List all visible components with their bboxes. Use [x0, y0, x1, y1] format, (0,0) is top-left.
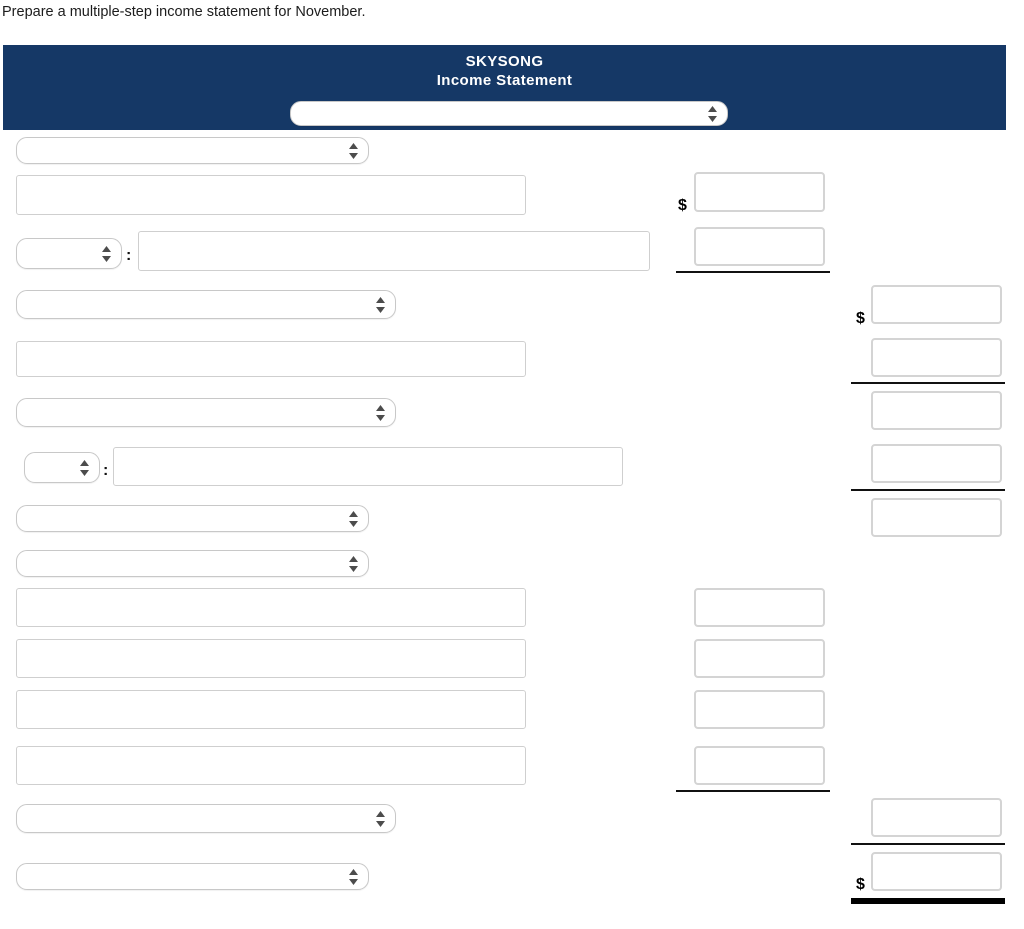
- spinner-arrows-icon: [348, 555, 359, 573]
- line-item-select-6[interactable]: [16, 398, 396, 427]
- line-item-select-7[interactable]: [24, 452, 100, 483]
- line-item-text-13[interactable]: [16, 746, 526, 785]
- subtotal-rule-col2-1: [851, 382, 1005, 384]
- company-name: SKYSONG: [465, 53, 544, 70]
- line-item-text-10[interactable]: [16, 588, 526, 627]
- amount-input-col2-1[interactable]: [871, 285, 1002, 324]
- spinner-arrows-icon: [375, 404, 386, 422]
- amount-input-col2-2[interactable]: [871, 338, 1002, 377]
- line-item-select-3[interactable]: [16, 238, 122, 269]
- dollar-sign-col2-2: $: [856, 876, 865, 893]
- subtotal-rule-col2-2: [851, 489, 1005, 491]
- line-item-select-4[interactable]: [16, 290, 396, 319]
- amount-input-col2-5[interactable]: [871, 498, 1002, 537]
- line-item-select-9[interactable]: [16, 550, 369, 577]
- line-item-text-12[interactable]: [16, 690, 526, 729]
- subtotal-rule-col1-2: [676, 790, 830, 792]
- line-item-select-8[interactable]: [16, 505, 369, 532]
- line-item-text-5[interactable]: [16, 341, 526, 377]
- colon-separator-3: :: [126, 247, 132, 264]
- statement-title: Income Statement: [436, 72, 573, 89]
- line-item-text-2[interactable]: [16, 175, 526, 215]
- spinner-arrows-icon: [348, 510, 359, 528]
- line-item-select-1[interactable]: [16, 137, 369, 164]
- amount-input-col2-3[interactable]: [871, 391, 1002, 430]
- dollar-sign-col1-1: $: [678, 197, 687, 214]
- spinner-arrows-icon: [348, 142, 359, 160]
- colon-separator-7: :: [103, 462, 109, 479]
- subtotal-rule-col1-1: [676, 271, 830, 273]
- spinner-arrows-icon: [375, 296, 386, 314]
- spinner-arrows-icon: [707, 105, 718, 123]
- line-item-text-7[interactable]: [113, 447, 623, 486]
- dollar-sign-col2-1: $: [856, 310, 865, 327]
- instruction-text: Prepare a multiple-step income statement…: [2, 4, 366, 20]
- spinner-arrows-icon: [375, 810, 386, 828]
- period-select[interactable]: [290, 101, 728, 126]
- line-item-text-11[interactable]: [16, 639, 526, 678]
- line-item-select-15[interactable]: [16, 863, 369, 890]
- amount-input-col2-7[interactable]: [871, 852, 1002, 891]
- grand-total-rule: [851, 898, 1005, 904]
- spinner-arrows-icon: [79, 459, 90, 477]
- spinner-arrows-icon: [348, 868, 359, 886]
- line-item-select-14[interactable]: [16, 804, 396, 833]
- amount-input-col1-3[interactable]: [694, 588, 825, 627]
- amount-input-col2-6[interactable]: [871, 798, 1002, 837]
- spinner-arrows-icon: [101, 245, 112, 263]
- subtotal-rule-col2-3: [851, 843, 1005, 845]
- amount-input-col1-6[interactable]: [694, 746, 825, 785]
- amount-input-col1-2[interactable]: [694, 227, 825, 266]
- line-item-text-3[interactable]: [138, 231, 650, 271]
- amount-input-col1-5[interactable]: [694, 690, 825, 729]
- amount-input-col2-4[interactable]: [871, 444, 1002, 483]
- amount-input-col1-4[interactable]: [694, 639, 825, 678]
- amount-input-col1-1[interactable]: [694, 172, 825, 212]
